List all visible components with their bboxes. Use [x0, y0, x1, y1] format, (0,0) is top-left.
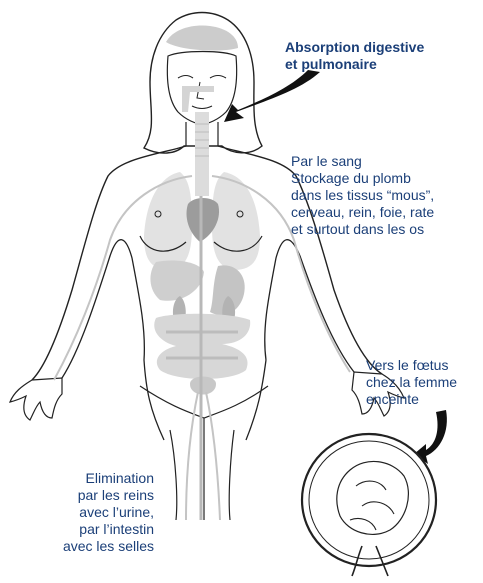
right-lung: [212, 172, 260, 270]
elimination-line-2: par les reins: [63, 487, 154, 504]
blood-line-5: et surtout dans les os: [291, 221, 434, 238]
bladder: [190, 377, 216, 395]
left-hand: [10, 378, 62, 420]
liver: [150, 260, 204, 300]
elimination-line-1: Elimination: [63, 470, 154, 487]
fetus-label: Vers le fœtus chez la femme enceinte: [366, 357, 457, 408]
leg-vessels: [186, 392, 220, 520]
elimination-label: Elimination par les reins avec l’urine, …: [63, 470, 154, 555]
trachea: [195, 112, 209, 196]
absorption-line-1: Absorption digestive: [285, 39, 424, 56]
elimination-line-5: avec les selles: [63, 538, 154, 555]
blood-line-1: Par le sang: [291, 153, 434, 170]
left-lung: [144, 172, 192, 270]
elimination-line-4: par l’intestin: [63, 521, 154, 538]
fetus: [337, 461, 409, 534]
blood-line-4: cerveau, rein, foie, rate: [291, 204, 434, 221]
elimination-line-3: avec l’urine,: [63, 504, 154, 521]
absorption-label: Absorption digestive et pulmonaire: [285, 39, 424, 73]
absorption-arrow: [224, 70, 320, 122]
fetus-line-3: enceinte: [366, 391, 457, 408]
fetus-line-1: Vers le fœtus: [366, 357, 457, 374]
blood-line-3: dans les tissus “mous”,: [291, 187, 434, 204]
brain: [166, 26, 238, 51]
absorption-line-2: et pulmonaire: [285, 56, 424, 73]
blood-line-2: Stockage du plomb: [291, 170, 434, 187]
fetus-line-2: chez la femme: [366, 374, 457, 391]
blood-storage-label: Par le sang Stockage du plomb dans les t…: [291, 153, 434, 238]
inner-arm-right: [265, 240, 354, 372]
